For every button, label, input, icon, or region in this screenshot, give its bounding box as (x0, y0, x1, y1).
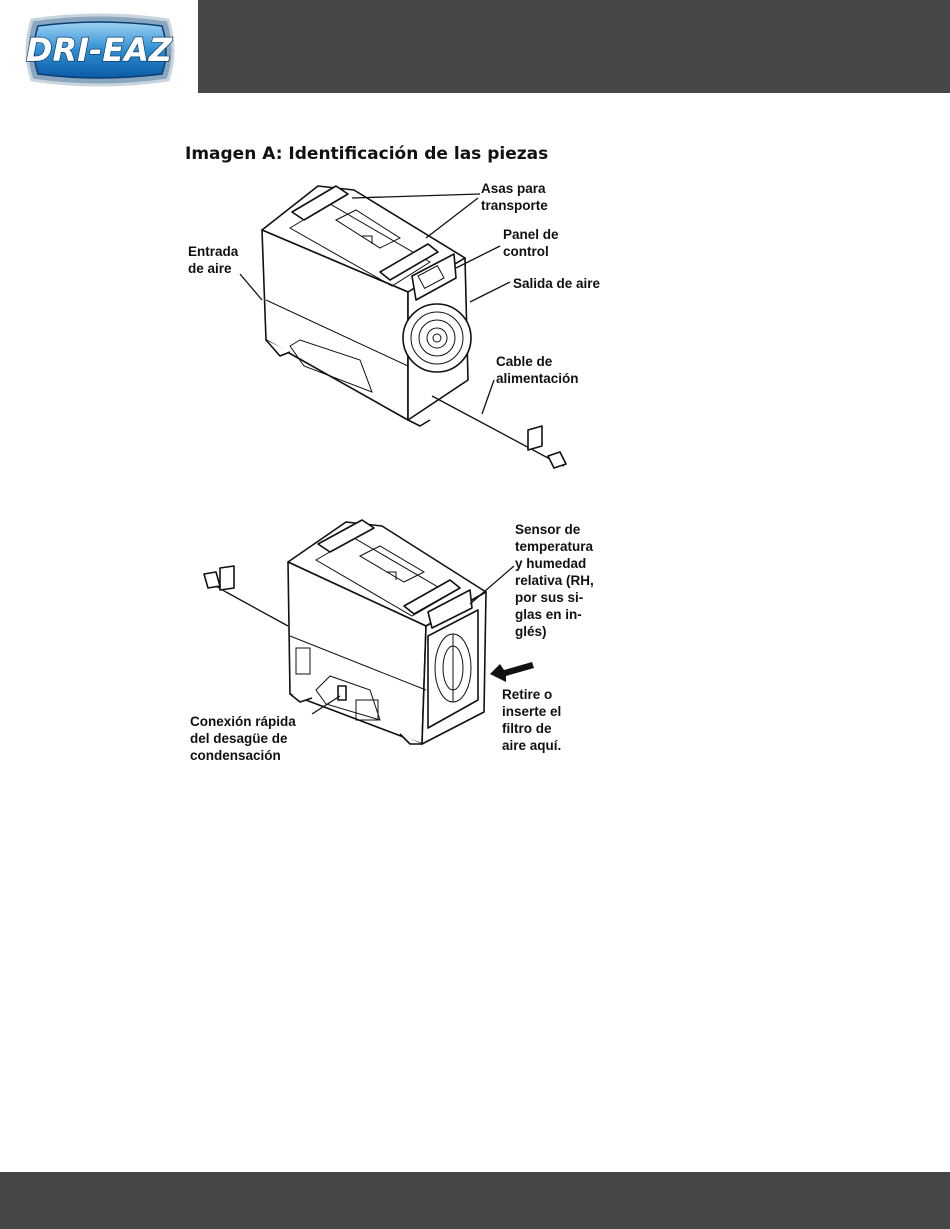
label-filtro-aire: Retire o inserte el filtro de aire aquí. (502, 686, 561, 754)
label-sensor-temperatura: Sensor de temperatura y humedad relativa… (515, 521, 594, 640)
label-conexion-desague: Conexión rápida del desagüe de condensac… (190, 713, 296, 764)
